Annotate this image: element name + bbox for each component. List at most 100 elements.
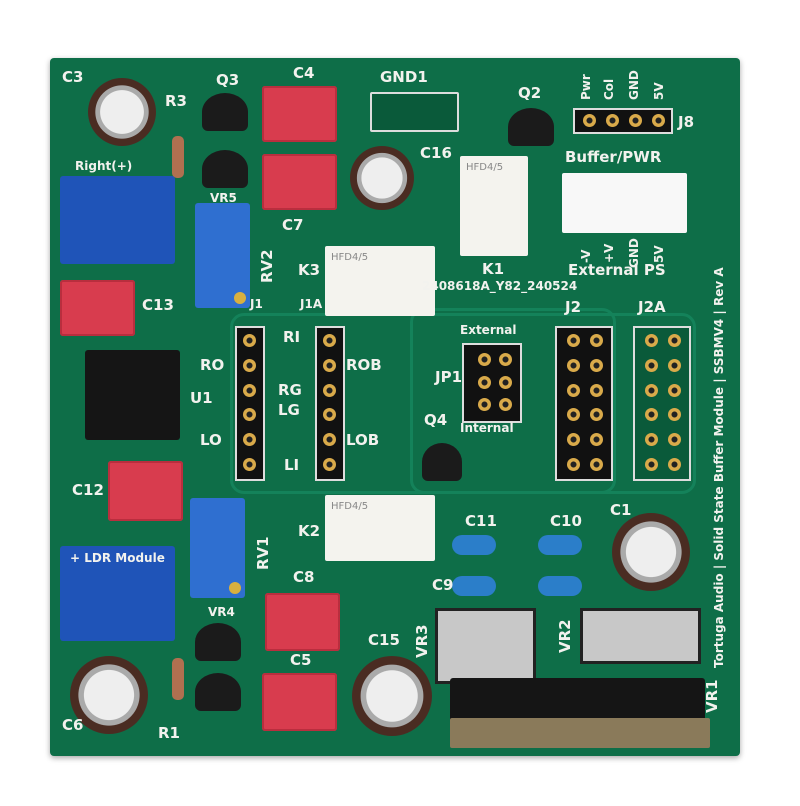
label-ro: RO	[200, 356, 225, 374]
label-rg: RG	[278, 381, 302, 399]
label-c11: C11	[465, 512, 497, 530]
module-marking: + LDR Module	[70, 551, 165, 565]
label-ri: RI	[283, 328, 301, 346]
label-li: LI	[284, 456, 300, 474]
capacitor-c8	[265, 593, 340, 651]
label-vr1: VR1	[703, 679, 721, 713]
label-j2: J2	[565, 298, 582, 316]
dc-dc-module-vr1	[450, 678, 705, 723]
capacitor-c3	[88, 78, 156, 146]
label-lg: LG	[278, 401, 300, 419]
label-gnd1: GND1	[380, 68, 428, 86]
header-j8	[573, 108, 673, 134]
label-c6: C6	[62, 716, 84, 734]
capacitor-c9	[452, 576, 496, 596]
label-c8: C8	[293, 568, 315, 586]
label-lob: LOB	[346, 431, 380, 449]
relay-marking: HFD4/5	[331, 501, 369, 512]
label-j2a: J2A	[638, 298, 666, 316]
relay-marking: HFD4/5	[331, 252, 369, 263]
label-c13: C13	[142, 296, 174, 314]
label-q4: Q4	[424, 411, 448, 429]
label-external-ps: External PS	[568, 261, 666, 279]
label-gnd: GND	[627, 70, 641, 100]
label-c7: C7	[282, 216, 304, 234]
label-pwr: Pwr	[579, 74, 593, 100]
resistor-r1	[172, 658, 184, 700]
label-rv1: RV1	[254, 536, 272, 570]
capacitor-c16	[350, 146, 414, 210]
capacitor-c7-body	[262, 154, 337, 210]
capacitor-c6	[70, 656, 148, 734]
label-buffer-pwr: Buffer/PWR	[565, 148, 662, 166]
label-c9: C9	[432, 576, 454, 594]
capacitor-c1	[612, 513, 690, 591]
transistor-q3	[202, 93, 248, 131]
regulator-vr3	[435, 608, 536, 684]
label-lo: LO	[200, 431, 222, 449]
label-c16: C16	[420, 144, 452, 162]
label-5v: 5V	[652, 82, 666, 100]
capacitor-c12	[108, 461, 183, 521]
capacitor-c5	[262, 673, 337, 731]
regulator-vr2	[580, 608, 701, 664]
label-c5: C5	[290, 651, 312, 669]
label-external: External	[460, 323, 517, 337]
label-c10: C10	[550, 512, 582, 530]
label-j8: J8	[678, 113, 695, 131]
header-j2	[555, 326, 613, 481]
label-vr3: VR3	[413, 624, 431, 658]
jumper-jp1[interactable]	[462, 343, 522, 423]
label-vr4: VR4	[208, 605, 235, 619]
header-j1a	[315, 326, 345, 481]
dc-dc-module-base	[450, 718, 710, 748]
ldr-module-left: + LDR Module	[60, 546, 175, 641]
connector-external-ps	[562, 173, 687, 233]
relay-k2: HFD4/5	[325, 495, 435, 561]
ic-u1	[85, 350, 180, 440]
label-q2: Q2	[518, 84, 542, 102]
trimpot-rv2[interactable]	[195, 203, 250, 308]
label-r1: R1	[158, 724, 180, 742]
capacitor-c4	[262, 86, 337, 142]
transistor-u2	[195, 673, 241, 711]
capacitor-c10	[538, 535, 582, 555]
label-jp1: JP1	[435, 368, 463, 386]
relay-k1: HFD4/5	[460, 156, 528, 256]
transistor-vr4	[195, 623, 241, 661]
label-r3: R3	[165, 92, 187, 110]
transistor-q4	[422, 443, 462, 481]
label-c3: C3	[62, 68, 84, 86]
transistor-vr5	[202, 150, 248, 188]
label-q3: Q3	[216, 71, 240, 89]
label-k3: K3	[298, 261, 321, 279]
label-rob: ROB	[346, 356, 382, 374]
relay-marking: HFD4/5	[466, 162, 504, 173]
trace-outline	[410, 308, 616, 494]
pcb-board: HFD4/5 HFD4/5 HFD4/5 + LDR Module C3 R3 …	[50, 58, 740, 756]
trimpot-rv1[interactable]	[190, 498, 245, 598]
label-internal: Internal	[460, 421, 514, 435]
label-j1: J1	[250, 297, 263, 311]
side-text: Tortuga Audio | Solid State Buffer Modul…	[712, 267, 726, 668]
capacitor-c11	[452, 535, 496, 555]
capacitor-c15	[352, 656, 432, 736]
header-j1	[235, 326, 265, 481]
label-k1: K1	[482, 260, 505, 278]
label-c15: C15	[368, 631, 400, 649]
capacitor-c9b	[538, 576, 582, 596]
label-vr2: VR2	[556, 619, 574, 653]
label-c4: C4	[293, 64, 315, 82]
label-c12: C12	[72, 481, 104, 499]
relay-k3: HFD4/5	[325, 246, 435, 316]
ldr-module-right	[60, 176, 175, 264]
label-j1a: J1A	[300, 297, 323, 311]
resistor-r3	[172, 136, 184, 178]
label-c1: C1	[610, 501, 632, 519]
label-u1: U1	[190, 389, 213, 407]
label-rv2: RV2	[258, 249, 276, 283]
label-board-code: 2408618A_Y82_240524	[422, 279, 578, 293]
label-right: Right(+)	[75, 159, 133, 173]
gnd1-jumper	[370, 92, 459, 132]
label-vr5: VR5	[210, 191, 237, 205]
